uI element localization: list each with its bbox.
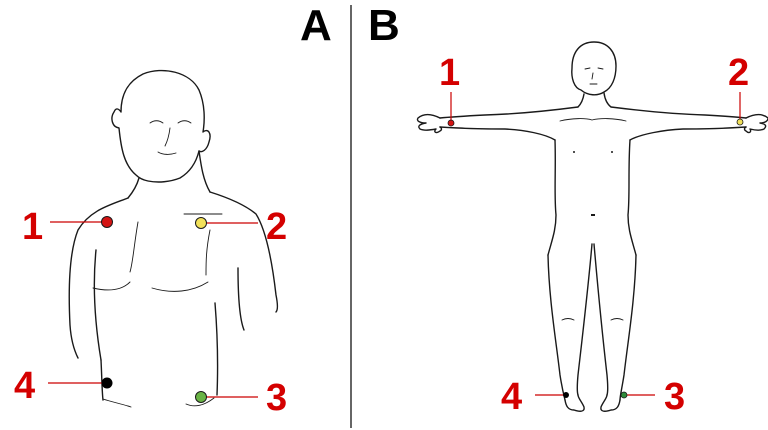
electrode-dot [621,392,627,398]
torso-figure [69,71,277,407]
electrode-label: 3 [266,377,287,419]
electrode-label: 4 [14,365,35,407]
electrode-b-2: 2 [728,52,749,125]
electrode-dot [196,218,207,229]
electrode-b-3: 3 [621,376,685,418]
electrode-b-1: 1 [439,52,460,126]
electrode-dot [102,378,113,389]
electrode-dot [102,217,113,228]
electrode-label: 4 [501,376,522,418]
full-body-figure [417,42,768,411]
panel-label-a: A [300,1,332,50]
electrode-label: 1 [22,206,43,248]
electrode-dot [737,119,743,125]
electrode-a-2: 2 [196,206,288,248]
electrode-a-1: 1 [22,206,113,248]
electrode-label: 3 [664,376,685,418]
electrode-label: 1 [439,52,460,94]
electrode-label: 2 [728,52,749,94]
electrode-label: 2 [266,206,287,248]
electrode-b-4: 4 [501,376,569,418]
electrode-dot [196,392,207,403]
electrode-a-3: 3 [196,377,288,419]
panel-label-b: B [368,1,400,50]
electrode-dot [448,120,454,126]
electrode-dot [563,392,569,398]
electrode-a-4: 4 [14,365,113,407]
